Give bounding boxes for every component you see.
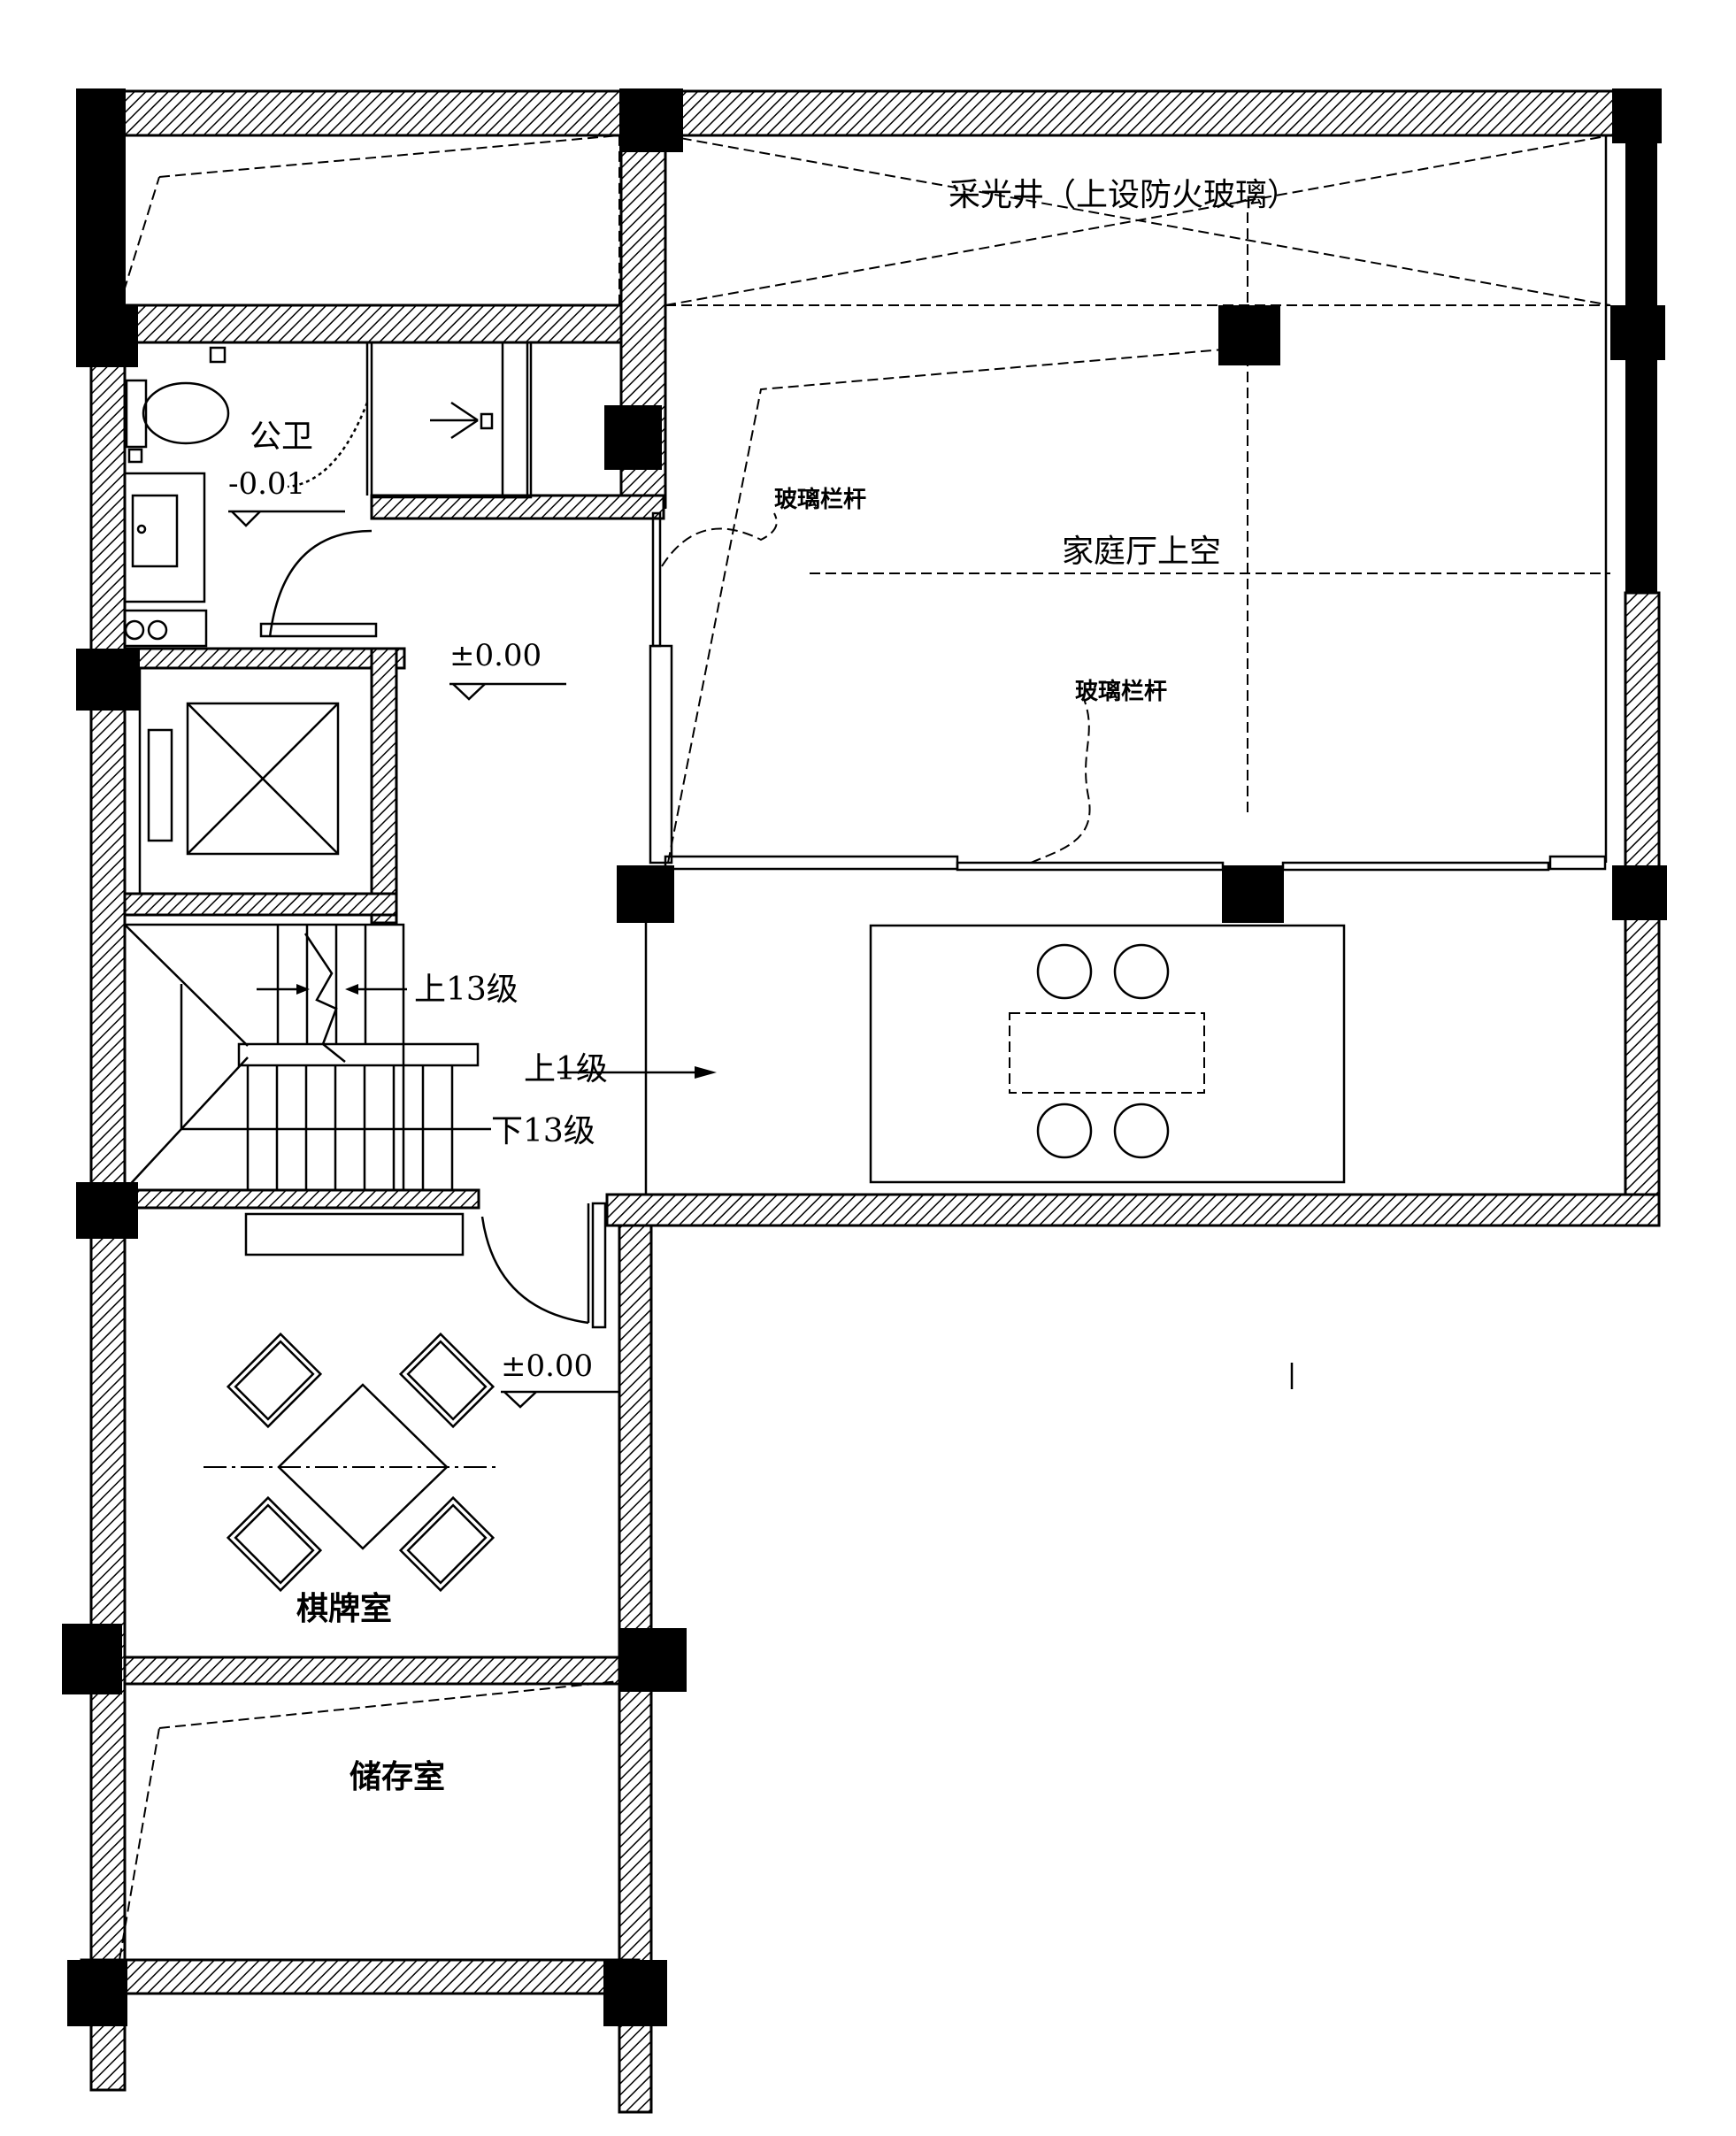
skylight-label: 采光井（上设防火玻璃） — [949, 177, 1299, 213]
column — [76, 88, 126, 310]
public-wc-label: 公卫 — [250, 419, 313, 455]
chess-room-level-label: ±0.00 — [501, 1348, 593, 1384]
column — [617, 865, 674, 923]
card-table — [277, 1383, 449, 1550]
stair-treads — [246, 925, 454, 1190]
void-lines — [118, 134, 1611, 1961]
skylight-frame — [664, 135, 1608, 863]
table-outline — [1009, 1012, 1205, 1094]
column — [62, 1624, 122, 1694]
column — [67, 1960, 127, 2026]
chair — [1036, 943, 1093, 1000]
toilet-tank — [125, 379, 148, 449]
wc-fixtures — [123, 341, 533, 648]
stair-up-label: 上13级 — [414, 972, 518, 1008]
column — [76, 649, 140, 711]
wc-level-label: -0.01 — [228, 466, 305, 502]
glass-railing-label: 玻璃栏杆 — [1075, 678, 1167, 705]
chair — [1113, 943, 1170, 1000]
basin — [131, 494, 179, 568]
chair — [226, 1332, 323, 1429]
chair — [226, 1495, 323, 1593]
column — [76, 1182, 138, 1239]
dining-table — [869, 924, 1346, 1184]
elevator-counterweight — [147, 728, 173, 842]
corridor-level-label: ±0.00 — [449, 638, 542, 673]
stair-handrail — [237, 1042, 480, 1067]
shower-stall — [370, 341, 533, 499]
stair-down-label: 下13级 — [491, 1113, 595, 1149]
step-up-arrow — [695, 1066, 717, 1079]
column — [619, 1628, 687, 1692]
room-labels: 采光井（上设防火玻璃） 家庭厅上空 玻璃栏杆 玻璃栏杆 公卫 -0.01 ±0.… — [228, 177, 1299, 1795]
column — [1222, 865, 1284, 923]
level-markers — [228, 510, 619, 1409]
elevator — [138, 666, 373, 895]
elevator-car — [186, 702, 340, 856]
basin-counter — [123, 472, 206, 603]
chair — [1113, 1103, 1170, 1159]
column — [1610, 305, 1665, 360]
stairs — [123, 923, 717, 1192]
toilet-bowl — [142, 381, 230, 445]
column — [604, 405, 662, 470]
glass-railings — [649, 511, 1607, 872]
dining-set — [869, 924, 1346, 1184]
column — [603, 1960, 667, 2026]
chair — [398, 1495, 495, 1593]
column — [619, 88, 683, 152]
columns — [62, 88, 1667, 2026]
stair-up-arrow — [296, 984, 310, 995]
column — [1218, 305, 1280, 365]
chess-room-label: 棋牌室 — [296, 1591, 392, 1627]
cabinet — [244, 1212, 465, 1256]
storage-room-label: 储存室 — [350, 1759, 445, 1795]
column — [76, 305, 138, 367]
column — [1625, 142, 1657, 593]
step-up-label: 上1级 — [524, 1051, 608, 1087]
glass-railing-label: 玻璃栏杆 — [774, 486, 866, 513]
column — [1612, 865, 1667, 920]
chair — [1036, 1103, 1093, 1159]
chess-room-furniture — [204, 1202, 607, 1593]
column — [1612, 88, 1662, 143]
family-hall-void-label: 家庭厅上空 — [1062, 534, 1221, 570]
chair — [398, 1332, 495, 1429]
